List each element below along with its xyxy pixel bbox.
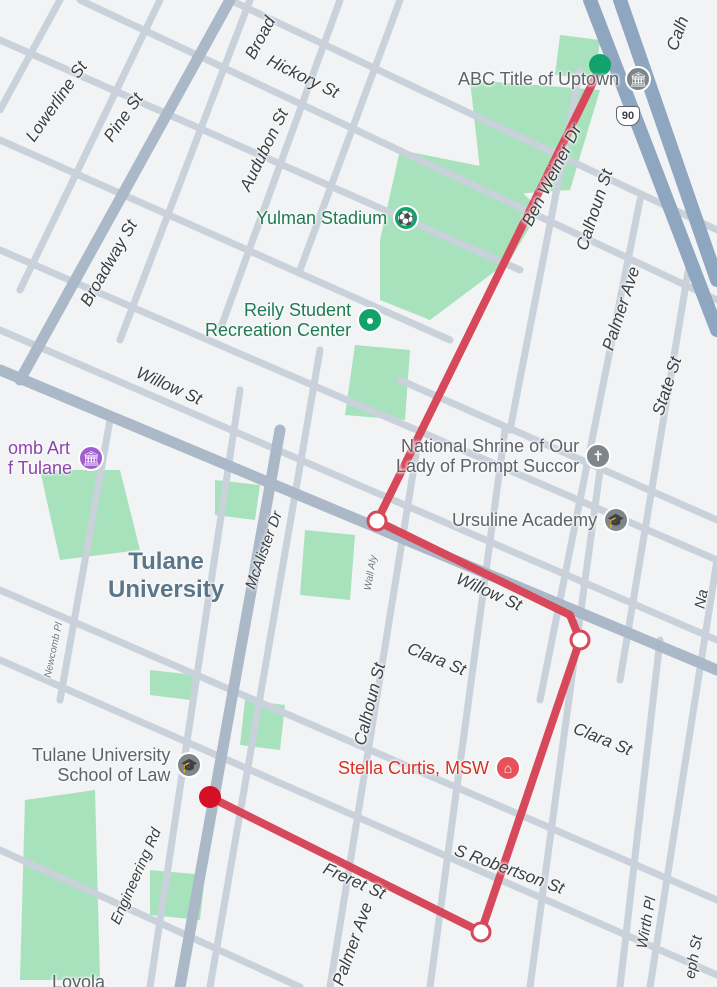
route-waypoint[interactable] (569, 629, 591, 651)
health-icon: ⌂ (495, 755, 522, 781)
poi-stella-curtis[interactable]: Stella Curtis, MSW ⌂ (338, 755, 522, 781)
poi-label: School of Law (57, 765, 171, 785)
poi-label: f Tulane (8, 458, 73, 478)
poi-label: Lady of Prompt Succor (396, 456, 580, 476)
poi-ursuline-academy[interactable]: Ursuline Academy 🎓 (452, 507, 630, 533)
poi-yulman-stadium[interactable]: Yulman Stadium ⚽ (256, 205, 420, 231)
poi-label: Yulman Stadium (256, 208, 388, 228)
bank-icon: 🏛 (625, 66, 652, 92)
poi-tulane-law[interactable]: Tulane University School of Law 🎓 (32, 745, 203, 785)
area-label-line: University (108, 576, 225, 603)
poi-label: ABC Title of Uptown (458, 69, 620, 89)
poi-abc-title[interactable]: ABC Title of Uptown 🏛 (458, 66, 652, 92)
poi-label: Tulane University (32, 745, 171, 765)
poi-newcomb-art[interactable]: omb Art f Tulane 🏛 (8, 438, 105, 478)
route-waypoint[interactable] (470, 921, 492, 943)
museum-icon: 🏛 (78, 445, 105, 471)
poi-national-shrine[interactable]: National Shrine of Our Lady of Prompt Su… (396, 436, 612, 476)
poi-label: National Shrine of Our (401, 436, 580, 456)
poi-label: omb Art (8, 438, 71, 458)
route-waypoint[interactable] (366, 510, 388, 532)
school-icon: 🎓 (176, 752, 203, 778)
route-line (206, 64, 604, 936)
recreation-center-icon: ● (357, 307, 384, 333)
highway-shield: 90 (616, 106, 640, 126)
poi-label: Stella Curtis, MSW (338, 758, 490, 778)
poi-label: Recreation Center (205, 320, 352, 340)
poi-label-loyola: Loyola (52, 972, 106, 987)
area-label-line: Tulane (128, 548, 204, 575)
poi-reily-center[interactable]: Reily Student Recreation Center ● (205, 300, 384, 340)
poi-label: Ursuline Academy (452, 510, 598, 530)
route-end-marker[interactable] (199, 786, 221, 808)
poi-label: Reily Student (244, 300, 352, 320)
stadium-icon: ⚽ (393, 205, 420, 231)
route-start-marker[interactable] (589, 54, 611, 76)
church-icon: ✝ (585, 443, 612, 469)
street-label: Na (691, 588, 712, 610)
school-icon: 🎓 (603, 507, 630, 533)
highway-road (583, 0, 717, 337)
area-label-tulane: Tulane University (108, 548, 224, 604)
